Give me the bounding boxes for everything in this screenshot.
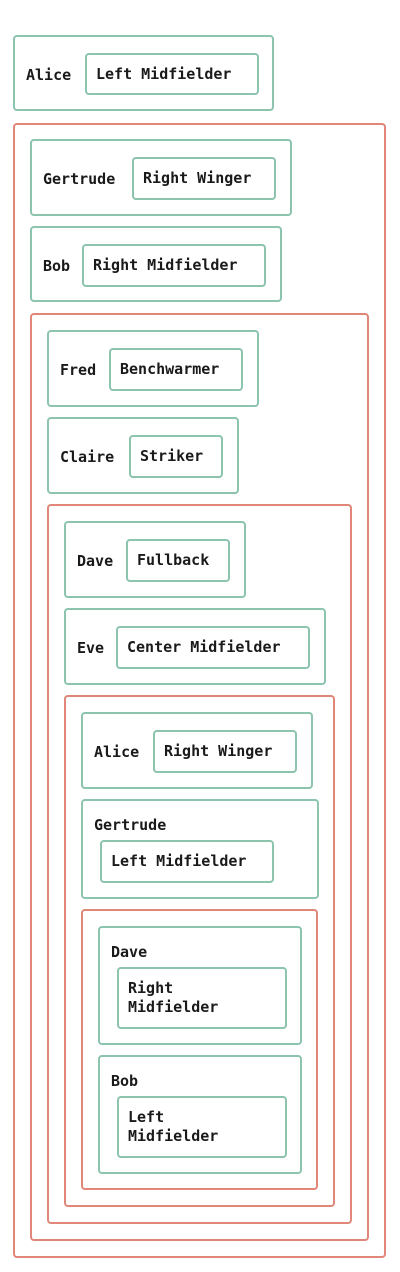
player-name: Dave [111,943,148,961]
player-card: Bob Right Midfielder [30,226,282,302]
player-card: Gertrude Right Winger [30,139,292,216]
player-name: Eve [77,639,105,657]
player-role: Right Winger [153,730,297,773]
player-role: Center Midfielder [116,626,310,669]
player-role: Left Midfielder [100,840,274,883]
player-role: Fullback [126,539,230,582]
player-role: Right Winger [132,157,276,200]
player-role: Benchwarmer [109,348,243,391]
player-card: Gertrude Left Midfielder [81,799,319,899]
player-name: Gertrude [94,816,167,834]
player-role: Striker [129,435,223,478]
player-card: Eve Center Midfielder [64,608,326,685]
player-card: Fred Benchwarmer [47,330,259,407]
player-card: Claire Striker [47,417,239,494]
player-card: Alice Left Midfielder [13,35,274,111]
player-name: Dave [77,552,114,570]
player-role: Left Midfielder [85,53,259,95]
player-name: Gertrude [43,170,116,188]
player-role: Left Midfielder [117,1096,287,1158]
player-name: Fred [60,361,97,379]
player-name: Alice [26,66,72,84]
player-card: Bob Left Midfielder [98,1055,302,1174]
player-card: Alice Right Winger [81,712,313,789]
player-name: Claire [60,448,115,466]
player-name: Alice [94,743,140,761]
player-name: Bob [111,1072,139,1090]
player-name: Bob [43,257,71,275]
player-card: Dave Fullback [64,521,246,598]
player-card: Dave Right Midfielder [98,926,302,1045]
player-role: Right Midfielder [117,967,287,1029]
player-role: Right Midfielder [82,244,266,287]
